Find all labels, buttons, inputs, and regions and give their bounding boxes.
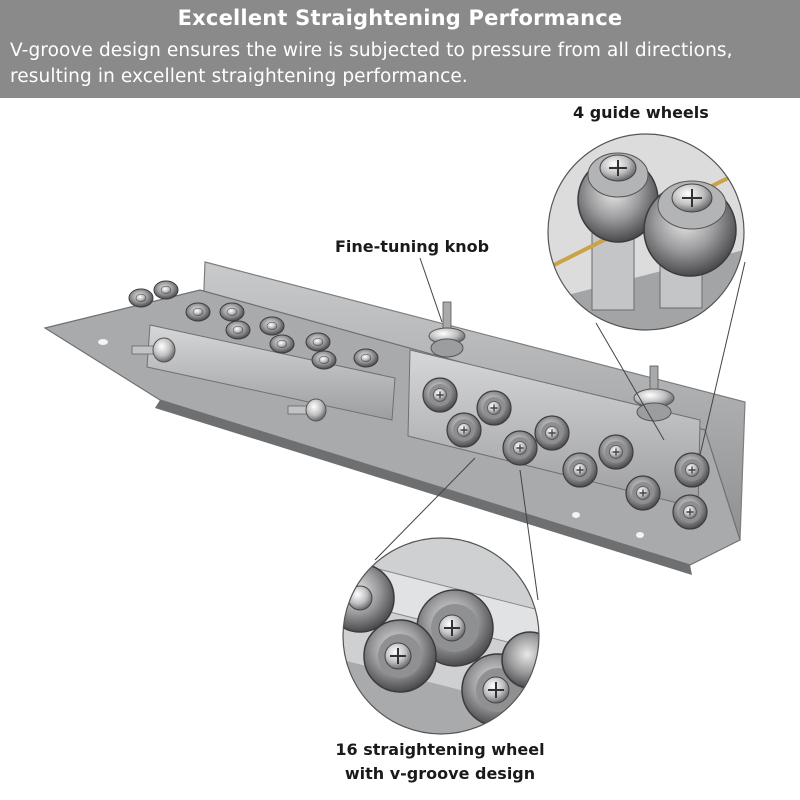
fine-tuning-knob-label: Fine-tuning knob	[335, 237, 490, 256]
guide-wheels-label: 4 guide wheels	[573, 103, 709, 122]
banner-description: V-groove design ensures the wire is subj…	[10, 40, 733, 87]
straightening-wheels-label-line2: with v-groove design	[344, 764, 536, 783]
straightening-wheels-zoom	[342, 537, 540, 735]
center-thumb-screw	[287, 398, 327, 422]
banner-title: Excellent Straightening Performance	[177, 6, 623, 30]
second-fine-tuning-knob	[633, 365, 675, 422]
left-thumb-screw	[131, 337, 176, 363]
straightening-wheels-label-line1: 16 straightening wheel	[335, 740, 545, 759]
header-banner: Excellent Straightening Performance V-gr…	[0, 0, 800, 98]
straightening-wheels-label: 16 straightening wheel with v-groove des…	[300, 738, 580, 786]
guide-wheels-zoom	[547, 133, 745, 331]
fine-tuning-knob	[428, 301, 466, 358]
